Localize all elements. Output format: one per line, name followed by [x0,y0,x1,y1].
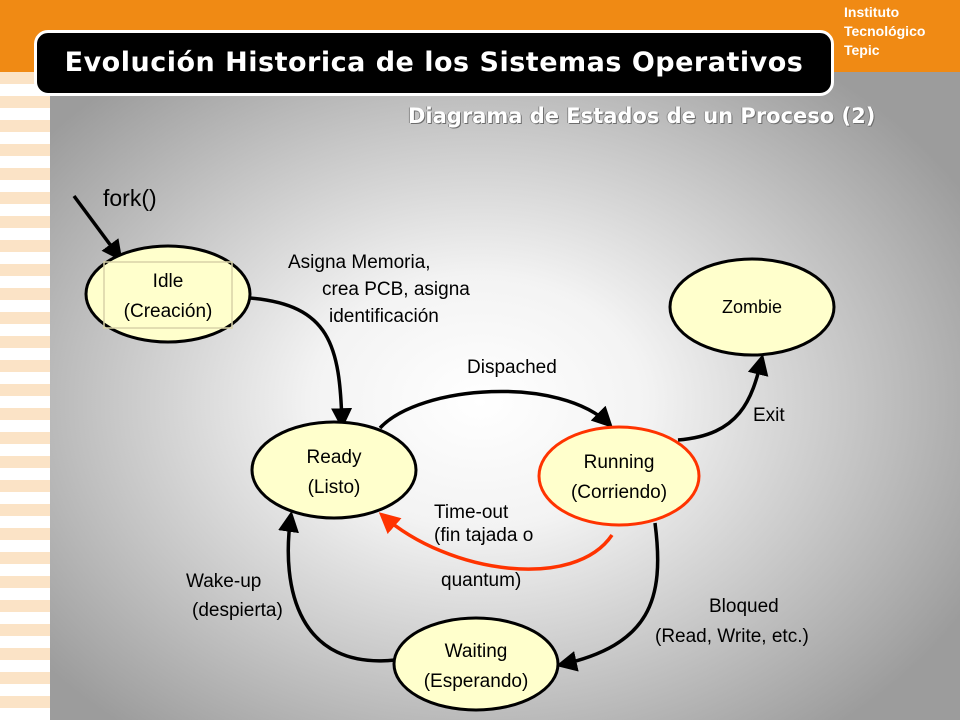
fork-label: fork() [103,185,157,211]
state-waiting-label-2: (Esperando) [424,671,529,692]
state-idle-label-2: (Creación) [124,301,213,322]
institute-label: Instituto Tecnológico Tepic [844,3,960,60]
state-ready-label-2: (Listo) [308,477,361,498]
blocked-label-1: Bloqued [709,596,779,617]
timeout-label-3: quantum) [441,570,521,591]
dispatched-arrow [378,389,613,430]
institute-line-2: Tecnológico [844,23,926,39]
decorative-stripes [0,72,50,720]
asigna-label-1: Asigna Memoria, [288,252,431,273]
timeout-arrow [378,512,614,571]
institute-line-1: Instituto [844,4,900,20]
state-waiting-label-1: Waiting [445,641,508,662]
state-waiting: Waiting (Esperando) [392,616,560,712]
state-ready: Ready (Listo) [250,420,418,520]
wakeup-label-2: (despierta) [192,600,283,621]
state-zombie: Zombie [668,257,836,357]
institute-line-3: Tepic [844,42,880,58]
wakeup-label-1: Wake-up [186,571,261,592]
state-zombie-label: Zombie [722,297,782,317]
fork-arrow [72,194,123,262]
exit-arrow [677,353,769,442]
state-waiting-shape [392,616,560,712]
state-running-label-2: (Corriendo) [571,482,667,503]
state-idle-label-1: Idle [153,271,184,292]
state-ready-shape [250,420,418,520]
wakeup-arrow [278,510,396,663]
state-idle: Idle (Creación) [84,244,252,344]
state-idle-shape [84,244,252,344]
slide-subtitle: Diagrama de Estados de un Proceso (2) [408,104,876,128]
idle-to-ready-arrow [249,296,353,430]
state-running-label-1: Running [584,452,655,473]
slide-title: Evolución Historica de los Sistemas Oper… [34,30,834,96]
state-ready-label-1: Ready [307,447,362,468]
asigna-label-2: crea PCB, asigna [322,279,470,300]
blocked-arrow [555,522,660,672]
exit-label: Exit [753,405,785,426]
dispatched-label: Dispached [467,357,557,378]
blocked-label-2: (Read, Write, etc.) [655,626,809,647]
state-idle-textbox [103,261,233,329]
state-running: Running (Corriendo) [537,425,701,527]
asigna-label-3: identificación [329,306,439,327]
state-zombie-shape [668,257,836,357]
state-running-shape [537,425,701,527]
timeout-label-1: Time-out [434,502,509,523]
slide-background [50,72,960,720]
timeout-label-2: (fin tajada o [434,525,533,546]
